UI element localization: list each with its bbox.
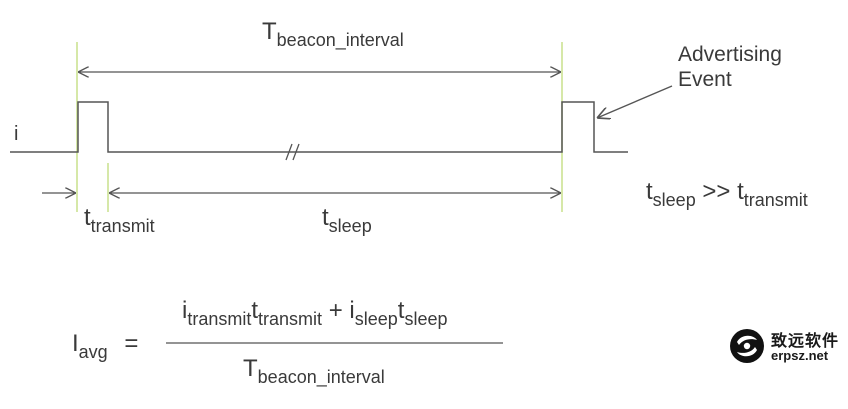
axis-break-mark xyxy=(285,143,300,161)
formula-lhs: Iavg = xyxy=(72,330,139,362)
watermark-domain: erpsz.net xyxy=(771,348,829,363)
sleep-time-label: tsleep xyxy=(322,204,372,236)
current-axis-label: i xyxy=(14,123,19,145)
beacon-interval-label: Tbeacon_interval xyxy=(262,18,404,50)
watermark-name: 致远软件 xyxy=(771,333,840,350)
current-waveform xyxy=(10,101,628,153)
formula-denominator: Tbeacon_interval xyxy=(243,355,385,387)
advertising-event-pointer xyxy=(597,85,673,118)
logo-mark-icon xyxy=(730,329,764,363)
watermark-logo: 致远软件 erpsz.net xyxy=(729,326,841,366)
formula-numerator: itransmitttransmit + isleeptsleep xyxy=(182,297,448,329)
sleep-transmit-relation: tsleep >> ttransmit xyxy=(646,178,808,210)
advertising-event-label: Advertising Event xyxy=(678,43,782,91)
transmit-time-label: ttransmit xyxy=(84,204,155,236)
